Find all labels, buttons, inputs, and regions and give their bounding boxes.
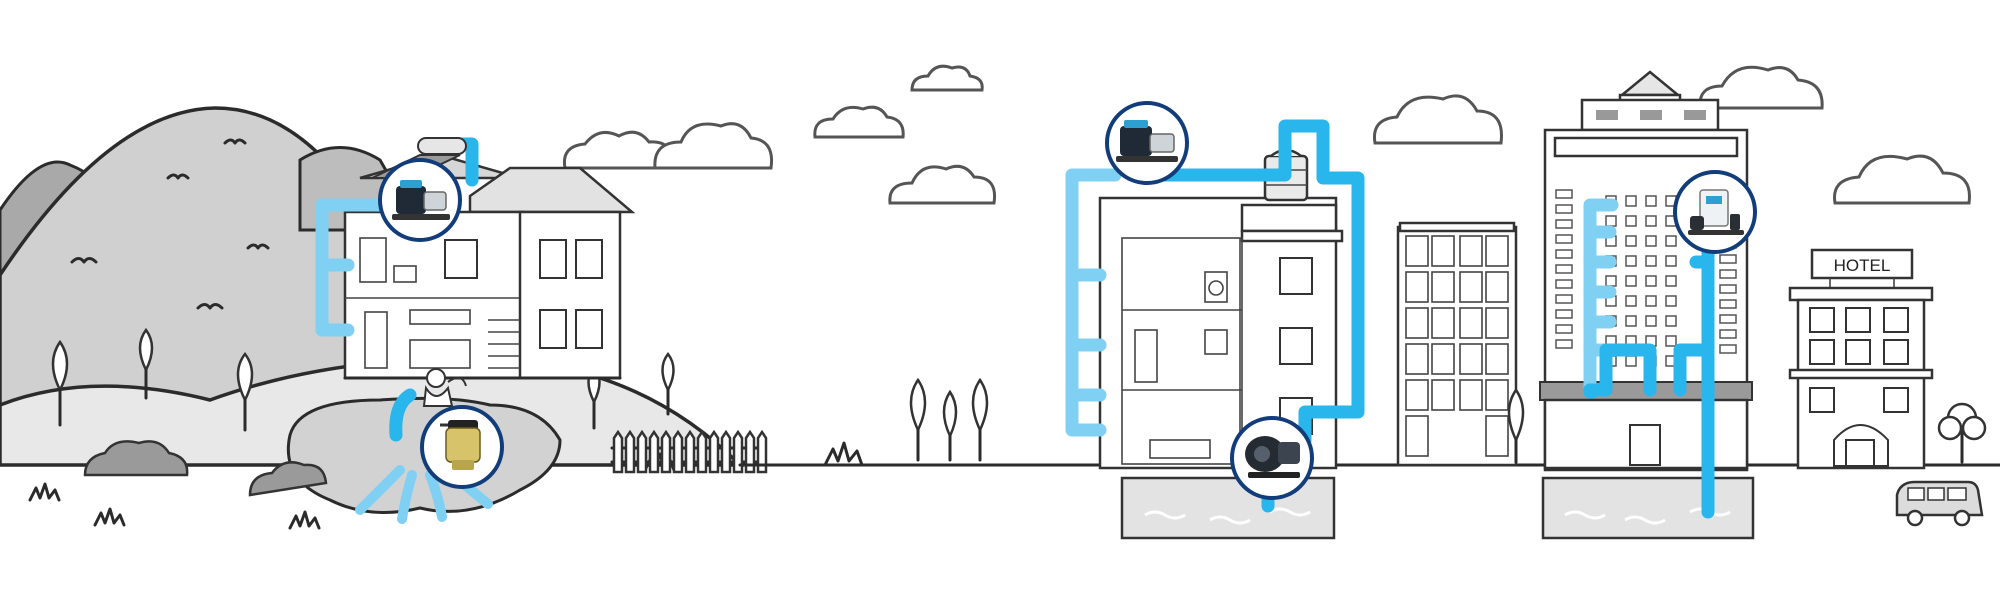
hotel-roof: [1788, 286, 1934, 302]
sink: [393, 265, 417, 283]
clouds: [562, 64, 1971, 205]
tree: [51, 339, 69, 427]
tower-pipes: [1583, 198, 1715, 519]
window: [575, 239, 603, 279]
tree: [1507, 387, 1525, 464]
cloud-3: [813, 105, 905, 139]
fence: [610, 429, 768, 474]
tower-underground-tank: [1541, 476, 1755, 540]
cloud-6: [1372, 94, 1503, 145]
tower-pump-badge: [1673, 170, 1757, 254]
window: [575, 309, 603, 349]
window: [539, 239, 567, 279]
cloud-2: [653, 122, 774, 170]
office-top: [1398, 221, 1516, 233]
tree: [661, 351, 675, 416]
window: [444, 239, 478, 279]
pipe: [1065, 168, 1122, 437]
bush: [248, 461, 328, 497]
bird-1: [166, 173, 190, 180]
kitchen-table: [1149, 439, 1211, 459]
window: [539, 309, 567, 349]
pipe: [1583, 343, 1657, 397]
bird-4: [196, 303, 224, 310]
apartment-right-wing: [1240, 203, 1338, 233]
kitchen-counter: [409, 339, 471, 369]
tree: [909, 377, 927, 462]
hotel-sign-text: HOTEL: [1834, 256, 1891, 275]
trees-middle: [909, 377, 989, 462]
washing-machine: [1204, 271, 1228, 303]
window: [1279, 257, 1313, 295]
apartment-roof-ledge: [1240, 229, 1344, 243]
grass: [28, 441, 864, 530]
apartment-interior: [1121, 237, 1243, 465]
hotel-sign-board: [1810, 248, 1914, 280]
cherub-statue: [389, 368, 467, 442]
booster-pump-icon: [1116, 120, 1178, 162]
shower-stall: [1134, 329, 1158, 383]
house-right-block: [518, 210, 622, 380]
residential-house: [343, 153, 636, 380]
tree: [942, 389, 958, 462]
house-left-block: [343, 210, 525, 380]
cloud-8: [1833, 154, 1971, 205]
high-rise-tower: [1539, 70, 1755, 540]
bird-3: [70, 257, 98, 264]
hotel-building: HOTEL: [1788, 248, 1934, 470]
tree-right: [1937, 402, 1987, 464]
pipe: [1138, 119, 1365, 447]
office-body: [1396, 225, 1518, 467]
house-pump-badge: [378, 158, 462, 242]
fridge: [364, 311, 388, 369]
cloud-7: [1698, 65, 1824, 110]
stairs: [488, 319, 520, 369]
basement-pump-icon: [1245, 436, 1300, 478]
tree: [236, 351, 254, 432]
submersible-pump-icon: [440, 420, 481, 470]
van: [1895, 480, 1984, 527]
roof-right: [468, 166, 636, 214]
tree: [138, 327, 154, 400]
booster-pump-badge: [1105, 101, 1189, 185]
basement-pump-badge: [1230, 416, 1314, 500]
bird-2: [223, 138, 247, 145]
cloud-5: [888, 164, 997, 205]
shower: [359, 237, 387, 283]
cabinet: [409, 309, 471, 325]
cloud-4: [910, 64, 984, 92]
office-building: [1396, 221, 1525, 467]
bird-5: [246, 243, 270, 250]
bush: [83, 440, 189, 477]
mirror: [1204, 329, 1228, 355]
tower-pump-icon: [1688, 189, 1744, 235]
pipe: [1673, 343, 1715, 397]
tower-door: [1629, 424, 1661, 466]
tree: [971, 377, 989, 462]
tower-cap: [1618, 70, 1682, 97]
house-pump-icon: [392, 180, 450, 220]
window: [1279, 327, 1313, 365]
submersible-pump-badge: [420, 405, 504, 489]
